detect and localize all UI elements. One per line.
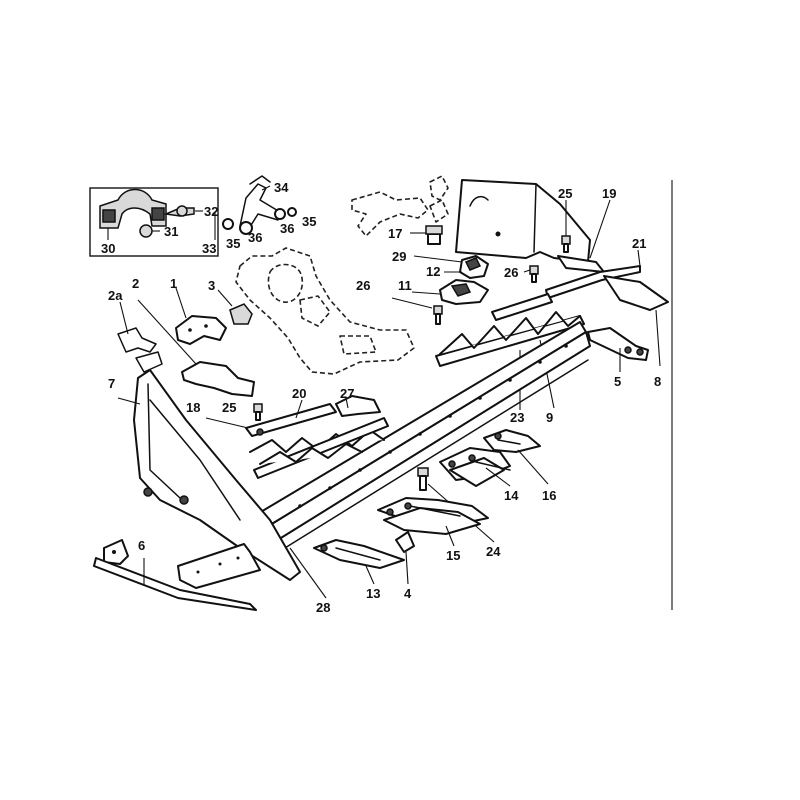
- label-24: 24: [486, 544, 501, 559]
- bolt-part-25-mid: [253, 403, 263, 421]
- callout-labels: 30 31 32 33 34 35 36 36 35 17 29 12 11 2…: [101, 180, 661, 615]
- label-2a: 2a: [108, 288, 123, 303]
- label-2: 2: [132, 276, 139, 291]
- label-25-mid: 25: [222, 400, 236, 415]
- bolt-part-25-top: [561, 200, 571, 253]
- label-15: 15: [446, 548, 460, 563]
- bolt-part-26: [391, 265, 539, 325]
- bracket-hole-left: [102, 209, 116, 223]
- guard-part-14: [439, 447, 511, 487]
- dashed-frame-outline: [235, 175, 449, 375]
- inset-box: [89, 187, 219, 257]
- label-32: 32: [204, 204, 218, 219]
- knife-assembly-part-20: [245, 399, 389, 479]
- label-23: 23: [510, 410, 524, 425]
- bracket-part-5: [587, 327, 649, 372]
- label-21: 21: [632, 236, 646, 251]
- section-part-4: [395, 531, 415, 585]
- linkage-group-34: [222, 175, 297, 235]
- inner-shoe-part-7: [117, 369, 301, 581]
- bolt-part-17: [410, 225, 443, 245]
- label-26-left: 26: [356, 278, 370, 293]
- knife-head-part-11: [411, 279, 489, 305]
- label-25-top: 25: [558, 186, 572, 201]
- label-17: 17: [388, 226, 402, 241]
- label-1: 1: [170, 276, 177, 291]
- label-30: 30: [101, 241, 115, 256]
- plate-part-2: [137, 299, 255, 397]
- label-13: 13: [366, 586, 380, 601]
- label-7: 7: [108, 376, 115, 391]
- bracket-part-2a: [117, 301, 163, 373]
- skid-part-6: [93, 539, 257, 611]
- label-18: 18: [186, 400, 200, 415]
- label-6: 6: [138, 538, 145, 553]
- label-27: 27: [340, 386, 354, 401]
- label-5: 5: [614, 374, 621, 389]
- clip-part-3: [217, 289, 253, 325]
- label-36-left: 36: [248, 230, 262, 245]
- label-26-right: 26: [504, 265, 518, 280]
- clip-part-12-29: [413, 255, 489, 279]
- plate-part-1: [175, 287, 227, 345]
- label-20: 20: [292, 386, 306, 401]
- label-8: 8: [654, 374, 661, 389]
- label-12: 12: [426, 264, 440, 279]
- label-33: 33: [202, 241, 216, 256]
- label-4: 4: [404, 586, 412, 601]
- guard-part-15: [377, 497, 489, 547]
- nut-part-31: [139, 224, 153, 238]
- guard-part-13: [313, 539, 405, 585]
- label-16: 16: [542, 488, 556, 503]
- label-11: 11: [398, 278, 412, 293]
- label-28: 28: [316, 600, 330, 615]
- label-3: 3: [208, 278, 215, 293]
- cutter-bar-part-28: [253, 321, 591, 599]
- label-36-right: 36: [280, 221, 294, 236]
- label-29: 29: [392, 249, 406, 264]
- bracket-hole-right: [151, 207, 165, 221]
- washer-part-32: [176, 205, 188, 217]
- label-19: 19: [602, 186, 616, 201]
- guard-part-16: [483, 429, 549, 485]
- divider-part-8: [603, 275, 669, 367]
- bracket-part-30: [99, 188, 167, 229]
- label-31: 31: [164, 224, 178, 239]
- label-35-left: 35: [226, 236, 240, 251]
- leader-18: [205, 417, 249, 429]
- shoe-base-plate: [177, 543, 261, 589]
- label-14: 14: [504, 488, 519, 503]
- label-35-right: 35: [302, 214, 316, 229]
- label-34: 34: [274, 180, 289, 195]
- knife-section-part-27: [335, 395, 381, 417]
- label-9: 9: [546, 410, 553, 425]
